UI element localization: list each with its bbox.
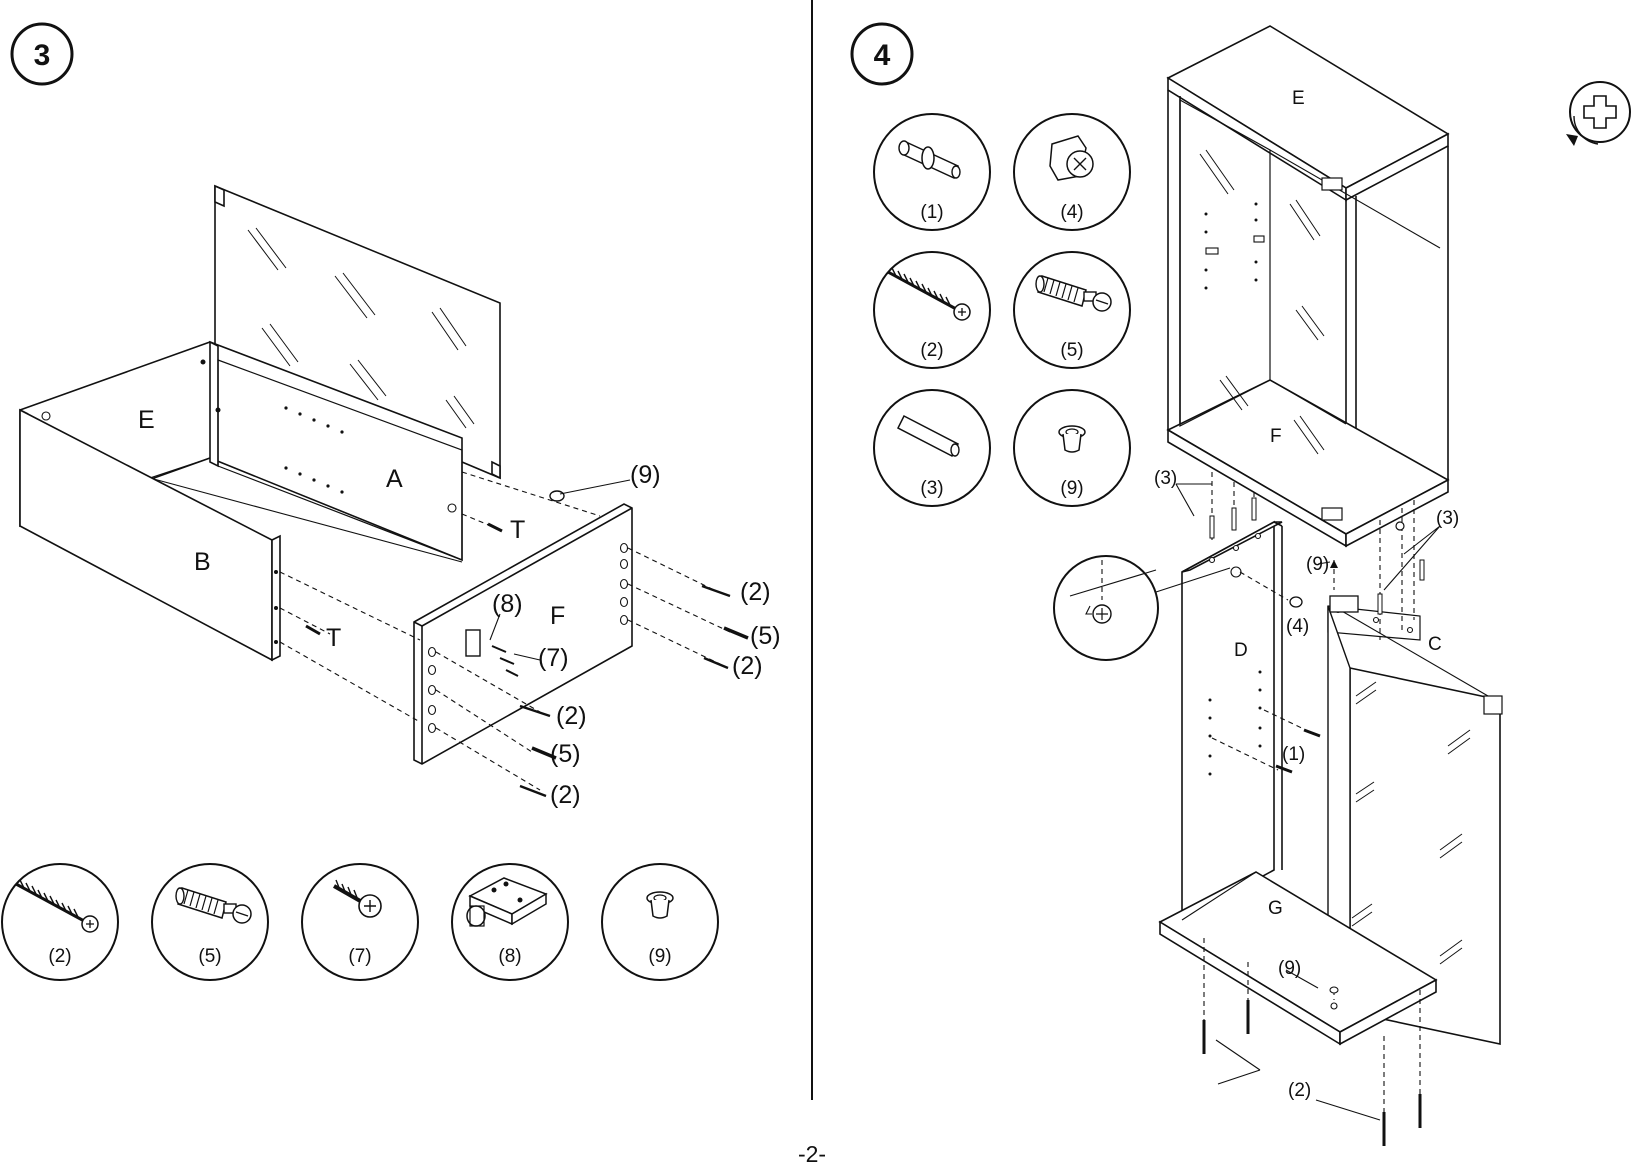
step-3-fasteners <box>305 490 749 798</box>
dowel-pin-icon <box>898 140 961 180</box>
panel-a <box>217 359 463 561</box>
short-screw-icon <box>333 879 382 918</box>
label-panel-a: A <box>386 465 403 493</box>
wood-dowel-icon <box>896 414 960 458</box>
label-panel-e-step4: E <box>1292 88 1305 109</box>
step-3-leaders <box>489 479 631 661</box>
part-8-step3: (8) <box>451 863 569 981</box>
callout-5b-step3: (5) <box>550 740 581 768</box>
part-1-step4: (1) <box>873 113 991 231</box>
callout-2d-step3: (2) <box>550 781 581 809</box>
phillips-screwdriver-icon <box>1566 81 1631 146</box>
label-panel-f: F <box>550 602 565 630</box>
label-panel-e: E <box>138 406 155 434</box>
label-panel-f-step4: F <box>1270 426 1282 447</box>
step-4-badge <box>850 22 914 86</box>
step-4-leaders <box>1175 483 1441 1121</box>
part-2-step4: (2) <box>873 251 991 369</box>
svg-text:(5): (5) <box>198 946 221 967</box>
step-4-parts-legend: (1) (4) (2) (5) <box>873 113 1131 507</box>
part-5-step3: (5) <box>151 863 269 981</box>
svg-text:(5): (5) <box>1060 340 1083 361</box>
label-panel-g: G <box>1268 898 1283 919</box>
step-4-fasteners <box>1202 497 1425 1146</box>
callout-2b-step3: (2) <box>732 652 763 680</box>
callout-3-right-step4: (3) <box>1436 508 1459 529</box>
part-7-step3: (7) <box>301 863 419 981</box>
svg-text:(8): (8) <box>498 946 521 967</box>
step-3-parts-legend: (2) (5) (7) <box>1 863 719 981</box>
step-3: 3 E A <box>1 22 781 981</box>
page-number: -2- <box>798 1141 826 1167</box>
step-4: 4 <box>850 22 1631 1146</box>
panel-b <box>19 408 281 662</box>
svg-text:(1): (1) <box>920 202 943 223</box>
panel-d <box>1181 520 1283 922</box>
step-3-assembly-lines <box>279 471 731 791</box>
callout-7-step3: (7) <box>538 644 569 672</box>
label-panel-c: C <box>1428 634 1442 655</box>
label-panel-b: B <box>194 548 211 576</box>
svg-text:(4): (4) <box>1060 202 1083 223</box>
callout-4-step4: (4) <box>1286 616 1309 637</box>
detail-magnifier <box>1053 555 1231 661</box>
upper-cabinet <box>1166 25 1450 548</box>
part-2-step3: (2) <box>1 863 119 981</box>
hinge-plate-icon <box>466 877 548 927</box>
svg-text:(9): (9) <box>648 946 671 967</box>
part-9-step4: (9) <box>1013 389 1131 507</box>
cam-lock-icon <box>1049 135 1094 181</box>
part-5-step4: (5) <box>1013 251 1131 369</box>
callout-3-left-step4: (3) <box>1154 468 1177 489</box>
callout-t-upper: T <box>510 516 525 544</box>
part-9-step3: (9) <box>601 863 719 981</box>
svg-text:(9): (9) <box>1060 478 1083 499</box>
hinge-on-panel-f <box>465 629 481 657</box>
svg-text:(2): (2) <box>48 946 71 967</box>
callout-9-step3: (9) <box>630 461 661 489</box>
callout-5a-step3: (5) <box>750 622 781 650</box>
callout-9-top-step4: (9) <box>1306 554 1329 575</box>
step-4-number: 4 <box>874 39 891 72</box>
callout-1-step4: (1) <box>1282 744 1305 765</box>
svg-text:(7): (7) <box>348 946 371 967</box>
panel-g <box>1158 871 1438 1046</box>
glass-door-panel <box>214 184 501 480</box>
svg-text:(3): (3) <box>920 478 943 499</box>
step-3-number: 3 <box>34 39 51 72</box>
callout-2c-step3: (2) <box>556 702 587 730</box>
svg-text:(2): (2) <box>920 340 943 361</box>
callout-2-step4: (2) <box>1288 1080 1311 1101</box>
label-panel-d: D <box>1234 640 1248 661</box>
part-3-step4: (3) <box>873 389 991 507</box>
callout-2a-step3: (2) <box>740 578 771 606</box>
callout-t-lower: T <box>326 624 341 652</box>
callout-8-step3: (8) <box>492 590 523 618</box>
panel-f <box>413 503 633 765</box>
callout-9-bottom-step4: (9) <box>1278 958 1301 979</box>
step-3-badge <box>10 22 74 86</box>
part-4-step4: (4) <box>1013 113 1131 231</box>
